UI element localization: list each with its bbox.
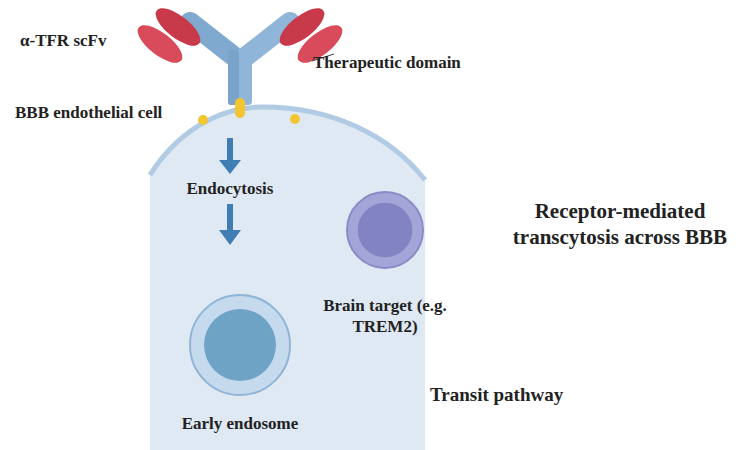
target-circle — [345, 190, 425, 270]
node-label: Early endosome — [150, 413, 330, 434]
cell-shape: BBB endothelial cellBrain target (e.g. T… — [145, 100, 430, 450]
pathway-label: Transit pathway — [430, 384, 590, 405]
component-label: α-TFR scFv — [20, 30, 150, 51]
component-label: Therapeutic domain — [313, 52, 493, 73]
node-label: Brain target (e.g. TREM2) — [315, 295, 455, 337]
pathway-title: Receptor-mediated transcytosis across BB… — [495, 198, 745, 250]
process-label: Endocytosis — [170, 178, 290, 199]
endosome-circle: Early endosome — [188, 293, 292, 397]
endosome-circle — [188, 293, 292, 397]
target-circle: Brain target (e.g. TREM2) — [345, 190, 425, 270]
node-label: BBB endothelial cell — [15, 102, 215, 123]
cell-shape — [145, 100, 430, 450]
